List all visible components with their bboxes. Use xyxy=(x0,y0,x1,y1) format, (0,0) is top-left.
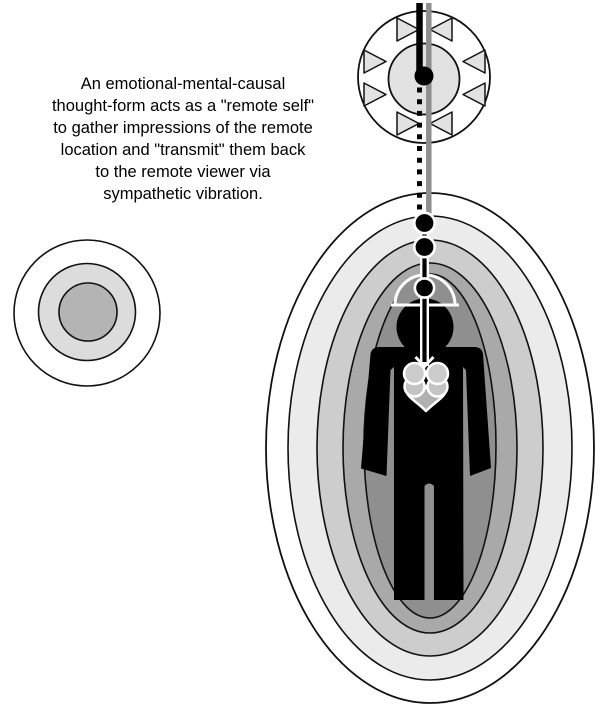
transmission-lines xyxy=(414,3,434,221)
rod-arrow-chevron xyxy=(414,355,435,369)
ring-inner xyxy=(58,282,118,342)
remote-viewer-figure xyxy=(361,211,491,600)
remote-location-rings xyxy=(13,239,161,387)
sun-core-dot xyxy=(414,66,434,86)
chakra-dot-middle xyxy=(412,235,436,259)
sun-ray-icon xyxy=(429,17,453,42)
sun-ray-icon xyxy=(363,49,387,74)
heart-top-lobe-right xyxy=(425,361,450,386)
sun-ray-icon xyxy=(363,82,387,107)
chakra-dot-crown xyxy=(413,277,436,299)
caption-text: An emotional-mental-causal thought-form … xyxy=(51,75,315,203)
sun-ray-icon xyxy=(396,17,420,42)
sun-ray-icon xyxy=(396,111,420,136)
chakra-dot-upper xyxy=(412,211,436,235)
sun-ray-icon xyxy=(462,49,486,74)
heart-top-lobe-left xyxy=(402,361,427,386)
sun-ray-icon xyxy=(462,82,486,107)
figure-body-silhouette xyxy=(361,347,491,600)
sun-rays xyxy=(363,17,486,136)
heart-form xyxy=(402,355,450,413)
sun-ray-icon xyxy=(429,111,453,136)
